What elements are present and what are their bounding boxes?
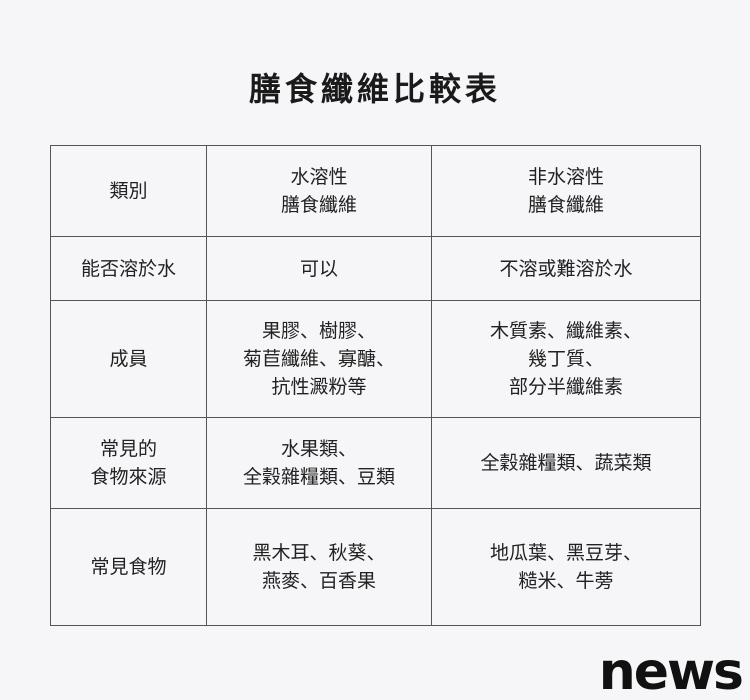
table-row-food-sources: 常見的 食物來源 水果類、 全穀雜糧類、豆類 全穀雜糧類、蔬菜類: [50, 417, 701, 509]
soluble-cell: 果膠、樹膠、 菊苣纖維、寡醣、 抗性澱粉等: [206, 300, 432, 418]
fiber-comparison-table: 類別 水溶性 膳食纖維 非水溶性 膳食纖維 能否溶於水 可以 不溶或難溶於水: [50, 145, 701, 626]
row-label: 成員: [50, 300, 207, 418]
page-title: 膳食纖維比較表: [248, 70, 501, 108]
header-category: 類別: [50, 145, 207, 237]
header-insoluble-fiber: 非水溶性 膳食纖維: [431, 145, 701, 237]
insoluble-cell: 地瓜葉、黑豆芽、 糙米、牛蒡: [431, 508, 701, 626]
row-label: 常見的 食物來源: [50, 417, 207, 509]
table-row-common-foods: 常見食物 黑木耳、秋葵、 燕麥、百香果 地瓜葉、黑豆芽、 糙米、牛蒡: [50, 508, 701, 626]
soluble-cell: 可以: [206, 236, 432, 301]
insoluble-cell: 不溶或難溶於水: [431, 236, 701, 301]
insoluble-cell: 全穀雜糧類、蔬菜類: [431, 417, 701, 509]
row-label: 能否溶於水: [50, 236, 207, 301]
news-logo: news: [598, 642, 744, 700]
header-soluble-fiber: 水溶性 膳食纖維: [206, 145, 432, 237]
table-row-members: 成員 果膠、樹膠、 菊苣纖維、寡醣、 抗性澱粉等 木質素、纖維素、 幾丁質、 部…: [50, 300, 701, 418]
row-label: 常見食物: [50, 508, 207, 626]
table-row-solubility: 能否溶於水 可以 不溶或難溶於水: [50, 236, 701, 301]
soluble-cell: 水果類、 全穀雜糧類、豆類: [206, 417, 432, 509]
soluble-cell: 黑木耳、秋葵、 燕麥、百香果: [206, 508, 432, 626]
table-header-row: 類別 水溶性 膳食纖維 非水溶性 膳食纖維: [50, 145, 701, 237]
insoluble-cell: 木質素、纖維素、 幾丁質、 部分半纖維素: [431, 300, 701, 418]
